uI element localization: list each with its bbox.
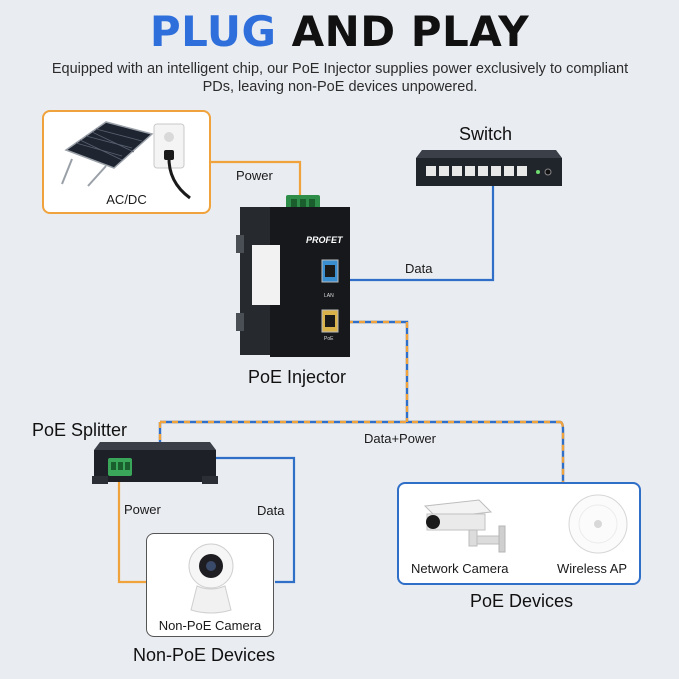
headline-word-plug: PLUG [149, 7, 277, 56]
poe-devices-box: Network Camera Wireless AP [397, 482, 641, 585]
network-camera-icon [423, 499, 506, 553]
wireless-ap-icon [568, 494, 628, 554]
injector-body-icon [236, 195, 350, 357]
network-switch-icon [416, 150, 562, 186]
poe-splitter-icon [92, 442, 218, 484]
power-wire-bottom [117, 480, 146, 584]
poe-injector-title: PoE Injector [248, 367, 347, 387]
headline-word-and-play: AND PLAY [291, 7, 530, 56]
data-link-label-bottom: Data [257, 503, 285, 518]
wall-outlet-icon [153, 123, 191, 200]
data-power-wire [158, 320, 565, 482]
headline: PLUG AND PLAY [0, 8, 679, 56]
network-camera-label: Network Camera [411, 561, 509, 576]
switch-title: Switch [459, 124, 513, 144]
data-power-link-label: Data+Power [364, 431, 436, 446]
non-poe-camera-box: Non-PoE Camera [146, 533, 274, 637]
poe-port-label: PoE [324, 336, 334, 342]
poe-injector-device: PROFET LAN PoE [236, 195, 356, 360]
power-wire-top [211, 160, 302, 197]
lan-port-label: LAN [324, 293, 334, 299]
power-source-box: AC/DC [42, 110, 211, 214]
home-camera-icon [188, 543, 234, 614]
non-poe-camera-label: Non-PoE Camera [158, 618, 262, 633]
data-link-label-top: Data [405, 261, 433, 276]
injector-brand: PROFET [306, 235, 343, 245]
power-link-label-bottom: Power [124, 502, 161, 517]
solar-panel-icon [61, 121, 154, 187]
power-source-label: AC/DC [106, 192, 147, 207]
poe-devices-title: PoE Devices [470, 591, 574, 611]
non-poe-devices-title: Non-PoE Devices [133, 645, 276, 665]
data-wire-bottom [212, 456, 296, 584]
power-link-label-top: Power [236, 168, 273, 183]
poe-splitter-title: PoE Splitter [32, 420, 128, 440]
subtitle: Equipped with an intelligent chip, our P… [51, 61, 629, 95]
wireless-ap-label: Wireless AP [557, 561, 628, 576]
data-wire-top [335, 186, 495, 282]
